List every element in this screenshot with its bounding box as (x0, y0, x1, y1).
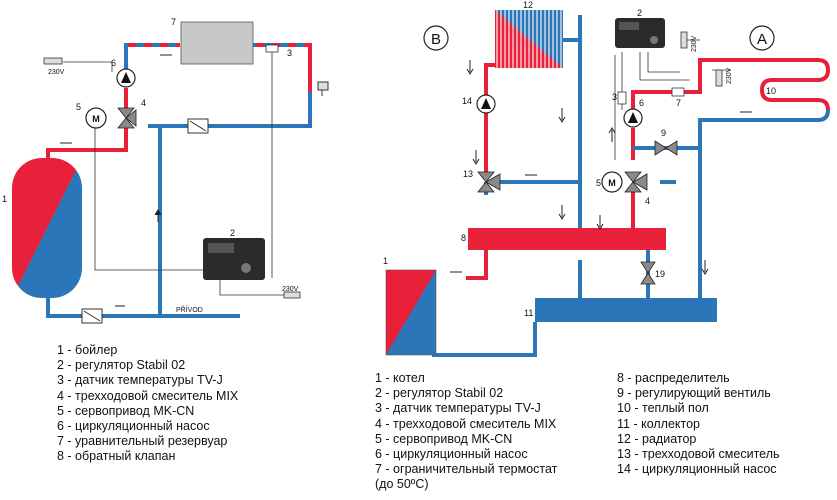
label-privod: PŘÍVOD (176, 305, 203, 314)
label-left-2: 2 (230, 228, 235, 238)
legend-item: 6 - циркуляционный насос (375, 447, 528, 462)
svg-text:A: A (757, 31, 767, 48)
collector-11 (535, 298, 717, 322)
legend-mid: 1 - котел 2 - регулятор Stabil 02 3 - да… (375, 371, 557, 493)
left-scheme: M 1 (2, 17, 329, 324)
legend-item: 5 - сервопривод MK-CN (375, 431, 513, 446)
legend-item: 1 - бойлер (57, 343, 118, 357)
sensor-3 (265, 44, 279, 53)
flow-arrows-right (450, 60, 752, 275)
distributor-8 (468, 228, 666, 250)
label-right-2: 2 (637, 8, 642, 18)
label-right-7: 7 (676, 98, 681, 108)
label-right-13: 13 (463, 169, 473, 179)
control-wires (63, 52, 300, 296)
legend-item: 12 - радиатор (617, 431, 697, 446)
legend-item: 5 - сервопривод MK-CN (57, 403, 195, 418)
legend-item: 14 - циркуляционный насос (617, 462, 777, 477)
regulator-2-left (203, 238, 265, 280)
plug-bottom (283, 291, 301, 299)
legend-item: 8 - обратный клапан (57, 449, 176, 464)
label-left-6: 6 (111, 58, 116, 68)
label-right-14: 14 (462, 96, 472, 106)
check-valve-lower-mark (83, 310, 101, 322)
svg-text:B: B (431, 31, 441, 48)
supply-pipes (46, 88, 128, 158)
svg-text:M: M (608, 178, 616, 188)
legend-item: 11 - коллектор (617, 416, 701, 431)
servo-5-right: M (601, 171, 623, 193)
legend-item: (до 50ºC) (375, 477, 429, 492)
legend-item: 3 - датчик температуры TV-J (57, 373, 223, 388)
pump-6 (116, 68, 136, 88)
pump-6-right (623, 108, 643, 128)
servo-5: M (85, 107, 107, 129)
mixing-valve-4-right (624, 171, 648, 193)
label-right-9: 9 (661, 128, 666, 138)
boiler-tank (12, 158, 82, 298)
boiler-1-right (385, 269, 437, 356)
label-left-5: 5 (76, 102, 81, 112)
label-230v-right-a: 230V (691, 35, 698, 52)
legend-item: 10 - теплый пол (617, 401, 709, 416)
legend-item: 4 - трехходовой смеситель MIX (375, 416, 557, 431)
legend-item: 3 - датчик температуры TV-J (375, 401, 541, 416)
label-right-1: 1 (383, 256, 388, 266)
label-230v-top: 230V (48, 69, 65, 76)
label-right-12: 12 (523, 0, 533, 10)
legend-item: 4 - трехходовой смеситель MIX (57, 388, 239, 403)
flow-arrows-left (60, 54, 172, 307)
plug-top (43, 57, 63, 65)
circle-b: B (423, 25, 449, 51)
label-230v-right-b: 230V (726, 67, 733, 84)
radiator-12 (495, 10, 563, 68)
plug-right-a (680, 31, 688, 49)
right-scheme: B A (383, 0, 831, 357)
plug-right-b (715, 69, 723, 87)
legend-left: 1 - бойлер 2 - регулятор Stabil 02 3 - д… (57, 343, 238, 465)
right-return-pipes (432, 15, 830, 357)
label-right-10: 10 (766, 86, 776, 96)
label-left-3: 3 (287, 48, 292, 58)
legend-right: 8 - распределитель 9 - регулирующий вент… (617, 371, 780, 477)
thermostat-7 (671, 87, 685, 97)
label-right-11: 11 (524, 308, 533, 318)
legend-item: 2 - регулятор Stabil 02 (375, 386, 504, 401)
label-left-7: 7 (171, 17, 176, 27)
label-left-4: 4 (141, 98, 146, 108)
regulating-valve-9 (654, 140, 678, 156)
legend-item: 9 - регулирующий вентиль (617, 386, 771, 401)
sensor-3-right (617, 91, 627, 105)
legend-item: 8 - распределитель (617, 371, 730, 385)
return-pipes (46, 43, 312, 318)
svg-text:M: M (92, 114, 100, 124)
mixing-valve-13 (477, 171, 501, 193)
mixing-valve-4 (117, 107, 137, 129)
label-right-3: 3 (612, 92, 617, 102)
legend-item: 1 - котел (375, 371, 425, 385)
legend-item: 7 - уравнительный резервуар (57, 434, 228, 449)
regulator-2-right (615, 18, 665, 48)
valve-19 (640, 261, 656, 285)
label-right-5: 5 (596, 178, 601, 188)
label-right-6: 6 (639, 98, 644, 108)
label-right-8: 8 (461, 233, 466, 243)
drain-tap (317, 81, 329, 96)
circle-a: A (749, 25, 775, 51)
legend-item: 6 - циркуляционный насос (57, 419, 210, 434)
check-valve-upper-mark (189, 120, 207, 132)
legend-item: 13 - трехходовой смеситель (617, 447, 780, 462)
legend-item: 7 - ограничительный термостат (375, 462, 558, 477)
label-left-1: 1 (2, 194, 7, 204)
label-right-19: 19 (655, 269, 665, 279)
legend-item: 2 - регулятор Stabil 02 (57, 358, 186, 373)
pump-14 (476, 94, 496, 114)
expansion-vessel-7 (180, 21, 254, 65)
label-right-4: 4 (645, 196, 650, 206)
label-230v-bottom: 230V (282, 286, 299, 293)
